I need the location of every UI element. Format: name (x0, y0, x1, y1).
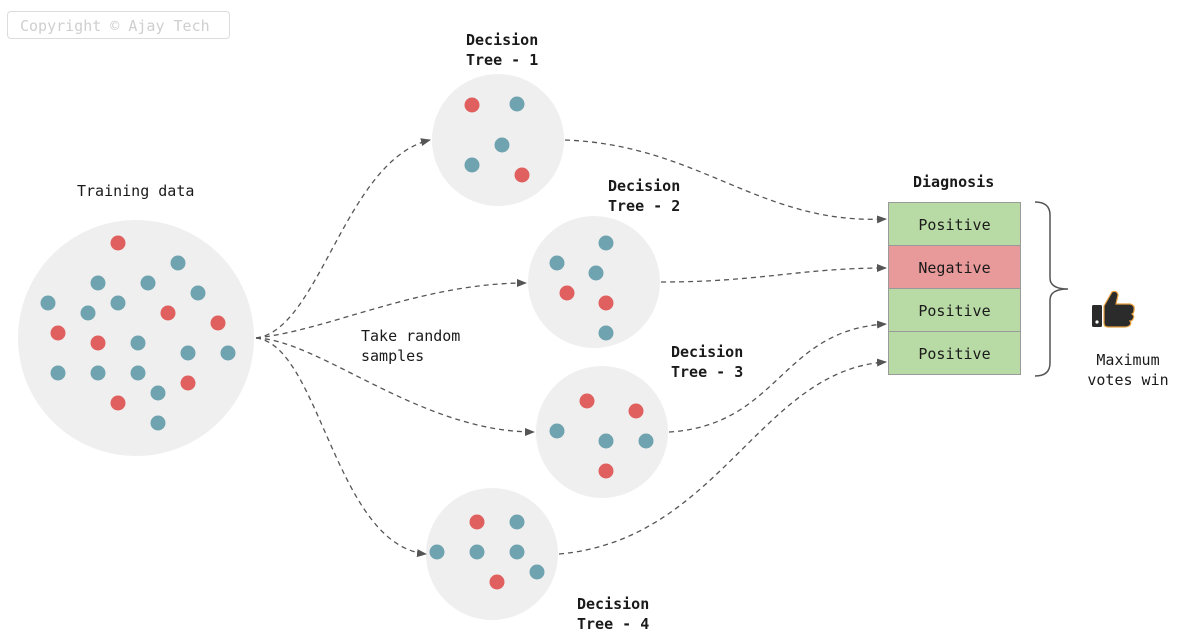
sample-dot-red (469, 514, 485, 530)
sample-dot-teal (549, 423, 565, 439)
sample-dot-red (180, 375, 196, 391)
arrow-to-tree-4 (255, 337, 427, 558)
tree-4-circle (426, 488, 558, 620)
sample-dot-red (50, 325, 66, 341)
sample-dot-teal (90, 275, 106, 291)
diagnosis-row-2: Negative (888, 245, 1021, 289)
tree-2-circle (528, 216, 660, 348)
sample-dot-teal (598, 433, 614, 449)
sample-dot-teal (509, 514, 525, 530)
sample-dot-teal (588, 265, 604, 281)
training-data-label: Training data (77, 182, 195, 200)
arrow-tree-2-to-diagnosis (660, 264, 887, 283)
sample-dot-teal (140, 275, 156, 291)
tree-2-title: Decision Tree - 2 (608, 177, 681, 215)
maximum-votes-win-label: Maximum votes win (1087, 351, 1169, 389)
tree-3-circle (536, 366, 668, 498)
sample-dot-teal (180, 345, 196, 361)
sample-dot-red (90, 335, 106, 351)
sample-dot-teal (429, 544, 445, 560)
sample-dot-teal (90, 365, 106, 381)
sample-dot-red (598, 463, 614, 479)
arrow-to-tree-1 (255, 138, 431, 339)
sample-dot-red (598, 295, 614, 311)
sample-dot-teal (130, 365, 146, 381)
sample-dot-teal (464, 157, 480, 173)
diagnosis-title: Diagnosis (913, 173, 995, 191)
diagnosis-row-4: Positive (888, 331, 1021, 375)
sample-dot-red (110, 235, 126, 251)
thumbs-up-icon (1092, 290, 1135, 328)
sample-dot-teal (469, 544, 485, 560)
sample-dot-teal (598, 325, 614, 341)
arrow-tree-3-to-diagnosis (668, 320, 887, 433)
arrow-to-tree-2 (255, 279, 527, 339)
sample-dot-teal (130, 335, 146, 351)
tree-1-title: Decision Tree - 1 (466, 31, 539, 69)
diagnosis-row-1: Positive (888, 202, 1021, 246)
take-random-samples-label: Take random samples (361, 327, 461, 365)
sample-dot-red (464, 97, 480, 113)
sample-dot-teal (509, 544, 525, 560)
sample-dot-teal (549, 255, 565, 271)
sample-dot-red (160, 305, 176, 321)
sample-dot-teal (150, 415, 166, 431)
sample-dot-teal (110, 295, 126, 311)
sample-dot-teal (190, 285, 206, 301)
sample-dot-teal (170, 255, 186, 271)
sample-dot-teal (529, 564, 545, 580)
sample-dot-teal (80, 305, 96, 321)
sample-dot-red (210, 315, 226, 331)
sample-dot-teal (598, 235, 614, 251)
sample-dot-red (489, 574, 505, 590)
sample-dot-red (628, 403, 644, 419)
sample-dot-teal (40, 295, 56, 311)
sample-dot-teal (220, 345, 236, 361)
sample-dot-red (579, 393, 595, 409)
sample-dot-red (514, 167, 530, 183)
tree-4-title: Decision Tree - 4 (577, 595, 650, 633)
sample-dot-teal (150, 385, 166, 401)
sample-dot-teal (509, 96, 525, 112)
sample-dot-teal (50, 365, 66, 381)
vote-bracket (1034, 201, 1069, 377)
arrow-to-tree-3 (255, 337, 535, 436)
sample-dot-red (559, 285, 575, 301)
sample-dot-teal (638, 433, 654, 449)
sample-dot-teal (494, 137, 510, 153)
diagnosis-table: Positive Negative Positive Positive (888, 202, 1021, 375)
copyright-badge: Copyright © Ajay Tech (7, 11, 230, 39)
sample-dot-red (110, 395, 126, 411)
diagnosis-row-3: Positive (888, 288, 1021, 332)
tree-3-title: Decision Tree - 3 (671, 343, 744, 381)
